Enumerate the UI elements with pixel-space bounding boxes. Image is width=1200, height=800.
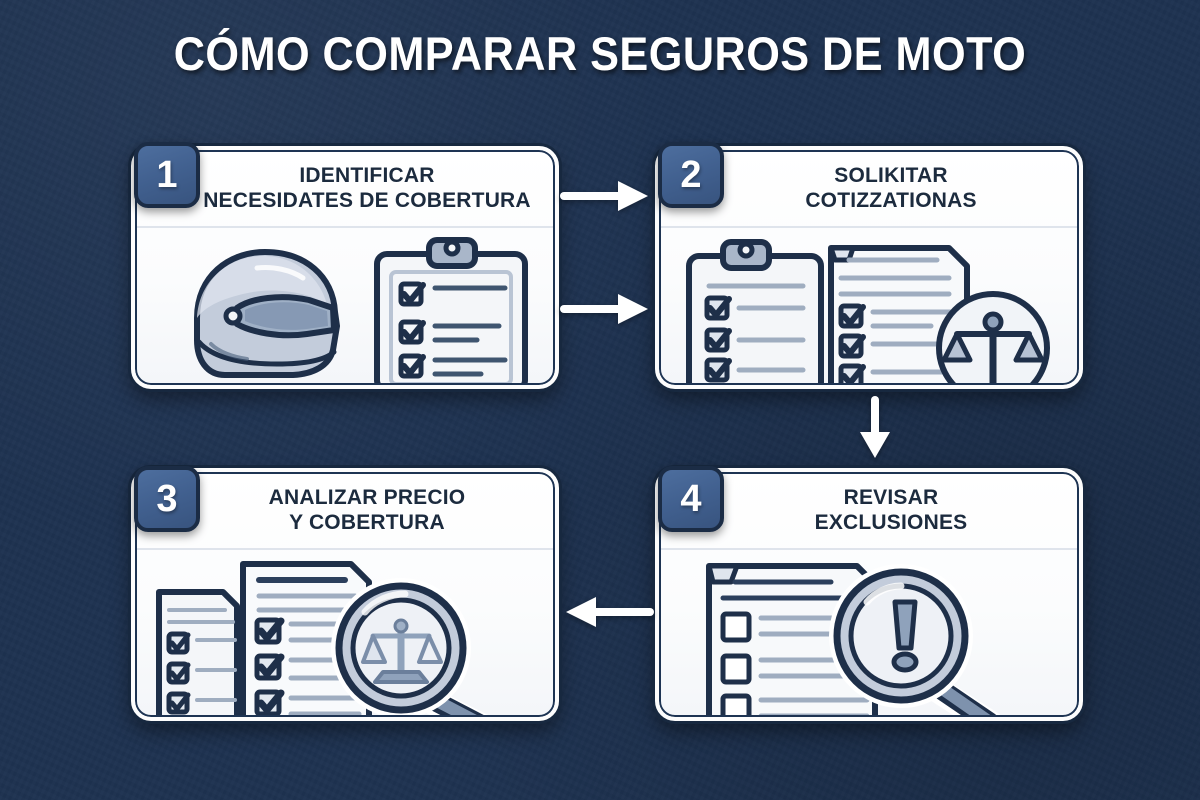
step-card-4: REVISAR EXCLUSIONES <box>655 468 1083 721</box>
step-card-2-title: SOLIKITAR COTIZZATIONAS <box>747 164 990 213</box>
arrow-step1-to-step2-upper <box>560 176 652 216</box>
step-number-badge-1: 1 <box>134 142 200 208</box>
step-card-4-title-line2: EXCLUSIONES <box>814 511 968 534</box>
step-card-3-title-line1: ANALIZAR PRECIO <box>268 486 466 510</box>
scales-of-justice-icon <box>936 291 1050 383</box>
step-1-art-svg <box>194 237 528 383</box>
step-card-2-inner: SOLIKITAR COTIZZATIONAS <box>659 150 1079 385</box>
step-card-2-title-line1: SOLIKITAR <box>834 164 948 188</box>
step-card-1-title-line1: IDENTIFICAR <box>299 164 435 188</box>
arrow-step2-to-step4 <box>855 396 895 460</box>
step-card-2-illustration <box>661 230 1077 383</box>
step-4-art-svg <box>706 563 1001 715</box>
document-checklist-icon <box>828 245 970 383</box>
step-card-1-inner: IDENTIFICAR NECESIDATES DE COBERTURA <box>135 150 555 385</box>
magnifier-scales-icon <box>331 578 489 715</box>
step-number-badge-2: 2 <box>658 142 724 208</box>
step-card-3-illustration <box>137 552 553 715</box>
arrow-step1-to-step2-lower <box>560 289 652 329</box>
exclamation-mark-icon <box>891 599 919 673</box>
motorcycle-helmet-icon <box>194 249 340 378</box>
step-number-badge-4: 4 <box>658 466 724 532</box>
step-card-1-title: IDENTIFICAR NECESIDATES DE COBERTURA <box>145 164 545 213</box>
step-card-1-illustration <box>137 230 553 383</box>
step-3-art-svg <box>156 561 489 715</box>
step-card-4-title: REVISAR EXCLUSIONES <box>757 486 982 535</box>
step-card-4-title-line1: REVISAR <box>843 486 939 510</box>
step-card-4-header: REVISAR EXCLUSIONES <box>661 474 1077 550</box>
magnifier-warning-icon <box>829 564 1001 715</box>
step-card-2-header: SOLIKITAR COTIZZATIONAS <box>661 152 1077 228</box>
step-card-3-header: ANALIZAR PRECIO Y COBERTURA <box>137 474 553 550</box>
clipboard-checklist-icon <box>686 239 824 383</box>
step-card-1: IDENTIFICAR NECESIDATES DE COBERTURA <box>131 146 559 389</box>
scales-of-justice-icon <box>361 618 443 684</box>
step-number-badge-3: 3 <box>134 466 200 532</box>
step-card-4-illustration <box>661 552 1077 715</box>
document-checklist-icon <box>156 589 240 715</box>
step-card-1-title-line2: NECESIDATES DE COBERTURA <box>203 189 531 212</box>
step-2-art-svg <box>686 239 1050 383</box>
step-card-2-title-line2: COTIZZATIONAS <box>805 189 977 212</box>
step-card-2: SOLIKITAR COTIZZATIONAS <box>655 146 1083 389</box>
step-card-4-inner: REVISAR EXCLUSIONES <box>659 472 1079 717</box>
step-card-3-inner: ANALIZAR PRECIO Y COBERTURA <box>135 472 555 717</box>
arrow-step4-to-step3 <box>562 592 654 632</box>
step-card-3: ANALIZAR PRECIO Y COBERTURA <box>131 468 559 721</box>
page-title: CÓMO COMPARAR SEGUROS DE MOTO <box>173 27 1027 80</box>
clipboard-checklist-icon <box>374 237 528 383</box>
step-card-3-title-line2: Y COBERTURA <box>289 511 445 534</box>
step-card-3-title: ANALIZAR PRECIO Y COBERTURA <box>211 486 480 535</box>
step-card-1-header: IDENTIFICAR NECESIDATES DE COBERTURA <box>137 152 553 228</box>
